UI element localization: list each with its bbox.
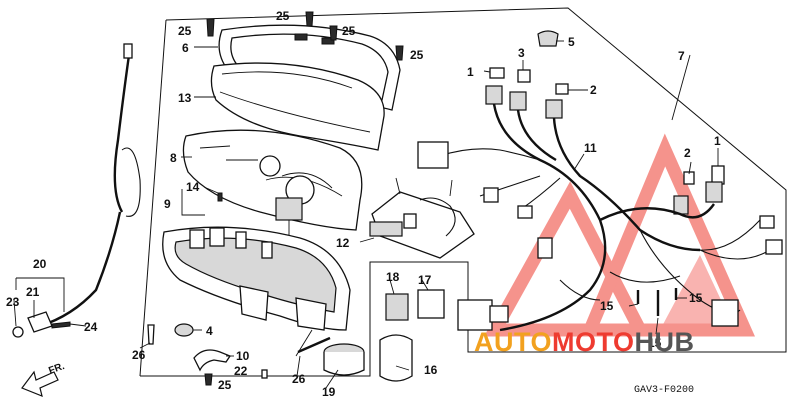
callout-3: 3 (518, 46, 525, 60)
screw-25b (305, 11, 314, 27)
assembly-frame-left (139, 19, 167, 377)
callout-2b: 2 (684, 146, 691, 160)
callout-25c: 25 (342, 24, 356, 38)
watermark-text: AUTOMOTOHUB (474, 327, 695, 357)
assembly-frame (140, 7, 787, 377)
cap-grommet (537, 30, 559, 47)
callout-8: 8 (170, 151, 177, 165)
screw-25e (204, 373, 213, 386)
watermark-logo (483, 133, 756, 337)
callout-21: 21 (26, 285, 40, 299)
callout-1a: 1 (467, 65, 474, 79)
bulb-sockets (485, 67, 725, 215)
watermark-part-b: MOTO (552, 327, 635, 357)
callout-7: 7 (678, 49, 685, 63)
callout-25d: 25 (410, 48, 424, 62)
speedometer-cable (27, 43, 141, 333)
clamp (193, 349, 231, 372)
front-label: FR. (47, 361, 66, 377)
callout-19: 19 (322, 385, 336, 399)
callout-10: 10 (236, 349, 250, 363)
screw-25d (395, 45, 404, 61)
callout-22: 22 (234, 364, 248, 378)
meter-case (162, 226, 351, 357)
callout-11: 11 (584, 141, 597, 155)
callout-6: 6 (182, 41, 189, 55)
callout-26a: 26 (132, 348, 146, 362)
diagram-code: GAV3-F0200 (634, 385, 694, 396)
callout-1b: 1 (714, 134, 721, 148)
callout-15c: 15 (648, 336, 662, 350)
screw-25c (329, 25, 338, 41)
callout-15b: 15 (689, 291, 703, 305)
tapping-screw (147, 324, 155, 345)
callout-4: 4 (206, 324, 213, 338)
grommet (174, 323, 194, 337)
small-screw (261, 369, 268, 379)
callout-15a: 15 (600, 299, 614, 313)
callout-labels: 1 1 2 2 3 4 5 6 7 8 9 10 11 12 13 14 15 … (6, 9, 721, 399)
relay-parts (323, 289, 445, 382)
callout-13: 13 (178, 91, 192, 105)
meter-lens (210, 62, 385, 151)
callout-5: 5 (568, 35, 575, 49)
long-screw (297, 336, 331, 354)
cable-bolt (51, 321, 71, 329)
wire-harness (417, 103, 783, 332)
circuit-board (369, 177, 475, 259)
callout-9: 9 (164, 197, 171, 211)
callout-20: 20 (33, 257, 47, 271)
watermark-part-c: HUB (635, 327, 695, 357)
callout-25b: 25 (276, 9, 290, 23)
callout-14: 14 (186, 180, 200, 194)
callout-12: 12 (336, 236, 350, 250)
callout-25a: 25 (178, 24, 192, 38)
callout-16: 16 (424, 363, 438, 377)
callout-24: 24 (84, 320, 98, 334)
small-bulb (217, 192, 223, 202)
callout-25e: 25 (218, 378, 232, 392)
callout-leaders (13, 40, 719, 389)
cable-washer (12, 326, 24, 338)
watermark-part-a: AUTO (474, 327, 552, 357)
callout-23: 23 (6, 295, 20, 309)
callout-17: 17 (418, 273, 432, 287)
callout-2a: 2 (590, 83, 597, 97)
front-direction-arrow: FR. (21, 361, 66, 397)
callout-18: 18 (386, 270, 400, 284)
screw-25a (206, 18, 215, 37)
callout-26b: 26 (292, 372, 306, 386)
dial-panel (182, 129, 363, 240)
